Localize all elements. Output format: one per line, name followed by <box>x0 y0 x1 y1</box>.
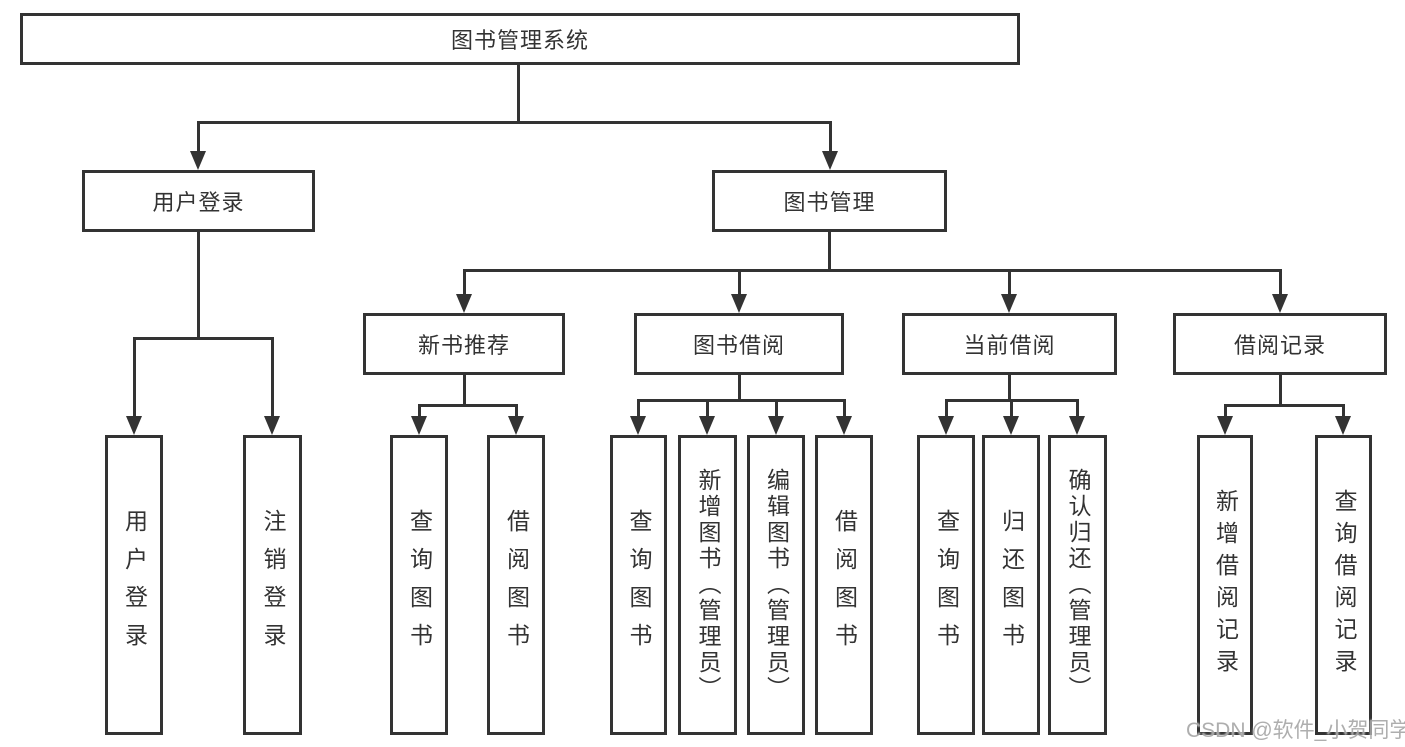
connector-line <box>829 121 832 154</box>
connector-line <box>197 232 200 339</box>
connector-line <box>463 269 466 297</box>
connector-line <box>1010 399 1013 417</box>
node-user-login-label: 用户登录 <box>152 190 245 215</box>
arrow-head <box>456 294 472 313</box>
connector-line <box>463 269 1282 272</box>
arrow-head <box>938 416 954 435</box>
arrow-head <box>836 416 852 435</box>
connector-line <box>843 399 846 417</box>
node-borrowing-records: 借阅记录 <box>1173 313 1387 375</box>
arrow-head <box>1272 294 1288 313</box>
leaf-query-books-recommend: 查询图书 <box>390 435 448 735</box>
leaf-edit-books-admin: 编辑图书（管理员） <box>747 435 805 735</box>
connector-line <box>1224 404 1227 419</box>
arrow-head <box>699 416 715 435</box>
arrow-head <box>731 294 747 313</box>
node-root-label: 图书管理系统 <box>450 28 589 53</box>
leaf-add-borrow-record: 新增借阅记录 <box>1197 435 1253 735</box>
connector-line <box>463 375 466 407</box>
leaf-user-login: 用户登录 <box>105 435 163 735</box>
connector-line <box>775 399 778 417</box>
node-current-borrowing-label: 当前借阅 <box>963 333 1056 358</box>
connector-line <box>945 399 948 417</box>
leaf-query-books-current: 查询图书 <box>917 435 975 735</box>
connector-line <box>133 337 136 419</box>
connector-line <box>828 232 831 272</box>
connector-line <box>738 269 741 297</box>
connector-line <box>1008 375 1011 402</box>
leaf-logout: 注销登录 <box>243 435 302 735</box>
arrow-head <box>1335 416 1351 435</box>
node-book-borrowing: 图书借阅 <box>634 313 844 375</box>
arrow-head <box>190 151 206 170</box>
connector-line <box>197 121 200 154</box>
arrow-head <box>1003 416 1019 435</box>
node-current-borrowing: 当前借阅 <box>902 313 1117 375</box>
connector-line <box>1076 399 1079 417</box>
arrow-head <box>1217 416 1233 435</box>
connector-line <box>515 404 518 419</box>
arrow-head <box>822 151 838 170</box>
connector-line <box>637 399 640 417</box>
node-book-borrowing-label: 图书借阅 <box>692 333 785 358</box>
leaf-query-borrow-record: 查询借阅记录 <box>1315 435 1372 735</box>
arrow-head <box>630 416 646 435</box>
connector-line <box>738 375 741 402</box>
leaf-query-books-borrowing: 查询图书 <box>610 435 667 735</box>
arrow-head <box>508 416 524 435</box>
connector-line <box>1279 375 1282 407</box>
connector-line <box>271 337 274 419</box>
node-new-book-recommend-label: 新书推荐 <box>417 333 510 358</box>
csdn-watermark: CSDN @软件_小贺同学 <box>1186 719 1405 742</box>
connector-line <box>706 399 709 417</box>
leaf-borrow-books-recommend: 借阅图书 <box>487 435 545 735</box>
connector-line <box>637 399 845 402</box>
connector-line <box>517 65 520 123</box>
arrow-head <box>1001 294 1017 313</box>
connector-line <box>1342 404 1345 419</box>
node-book-management-label: 图书管理 <box>783 190 876 215</box>
node-borrowing-records-label: 借阅记录 <box>1233 333 1326 358</box>
arrow-head <box>264 416 280 435</box>
node-root: 图书管理系统 <box>20 13 1020 65</box>
connector-line <box>418 404 421 419</box>
connector-line <box>1008 269 1011 297</box>
leaf-borrow-books: 借阅图书 <box>815 435 873 735</box>
arrow-head <box>768 416 784 435</box>
connector-line <box>1279 269 1282 297</box>
arrow-head <box>411 416 427 435</box>
node-book-management: 图书管理 <box>712 170 947 232</box>
arrow-head <box>126 416 142 435</box>
connector-line <box>197 121 831 124</box>
node-user-login: 用户登录 <box>82 170 315 232</box>
arrow-head <box>1069 416 1085 435</box>
connector-line <box>418 404 518 407</box>
leaf-confirm-return-admin: 确认归还（管理员） <box>1048 435 1107 735</box>
connector-line <box>133 337 274 340</box>
node-new-book-recommend: 新书推荐 <box>363 313 565 375</box>
leaf-return-books: 归还图书 <box>982 435 1040 735</box>
connector-line <box>1224 404 1345 407</box>
leaf-add-books-admin: 新增图书（管理员） <box>678 435 737 735</box>
